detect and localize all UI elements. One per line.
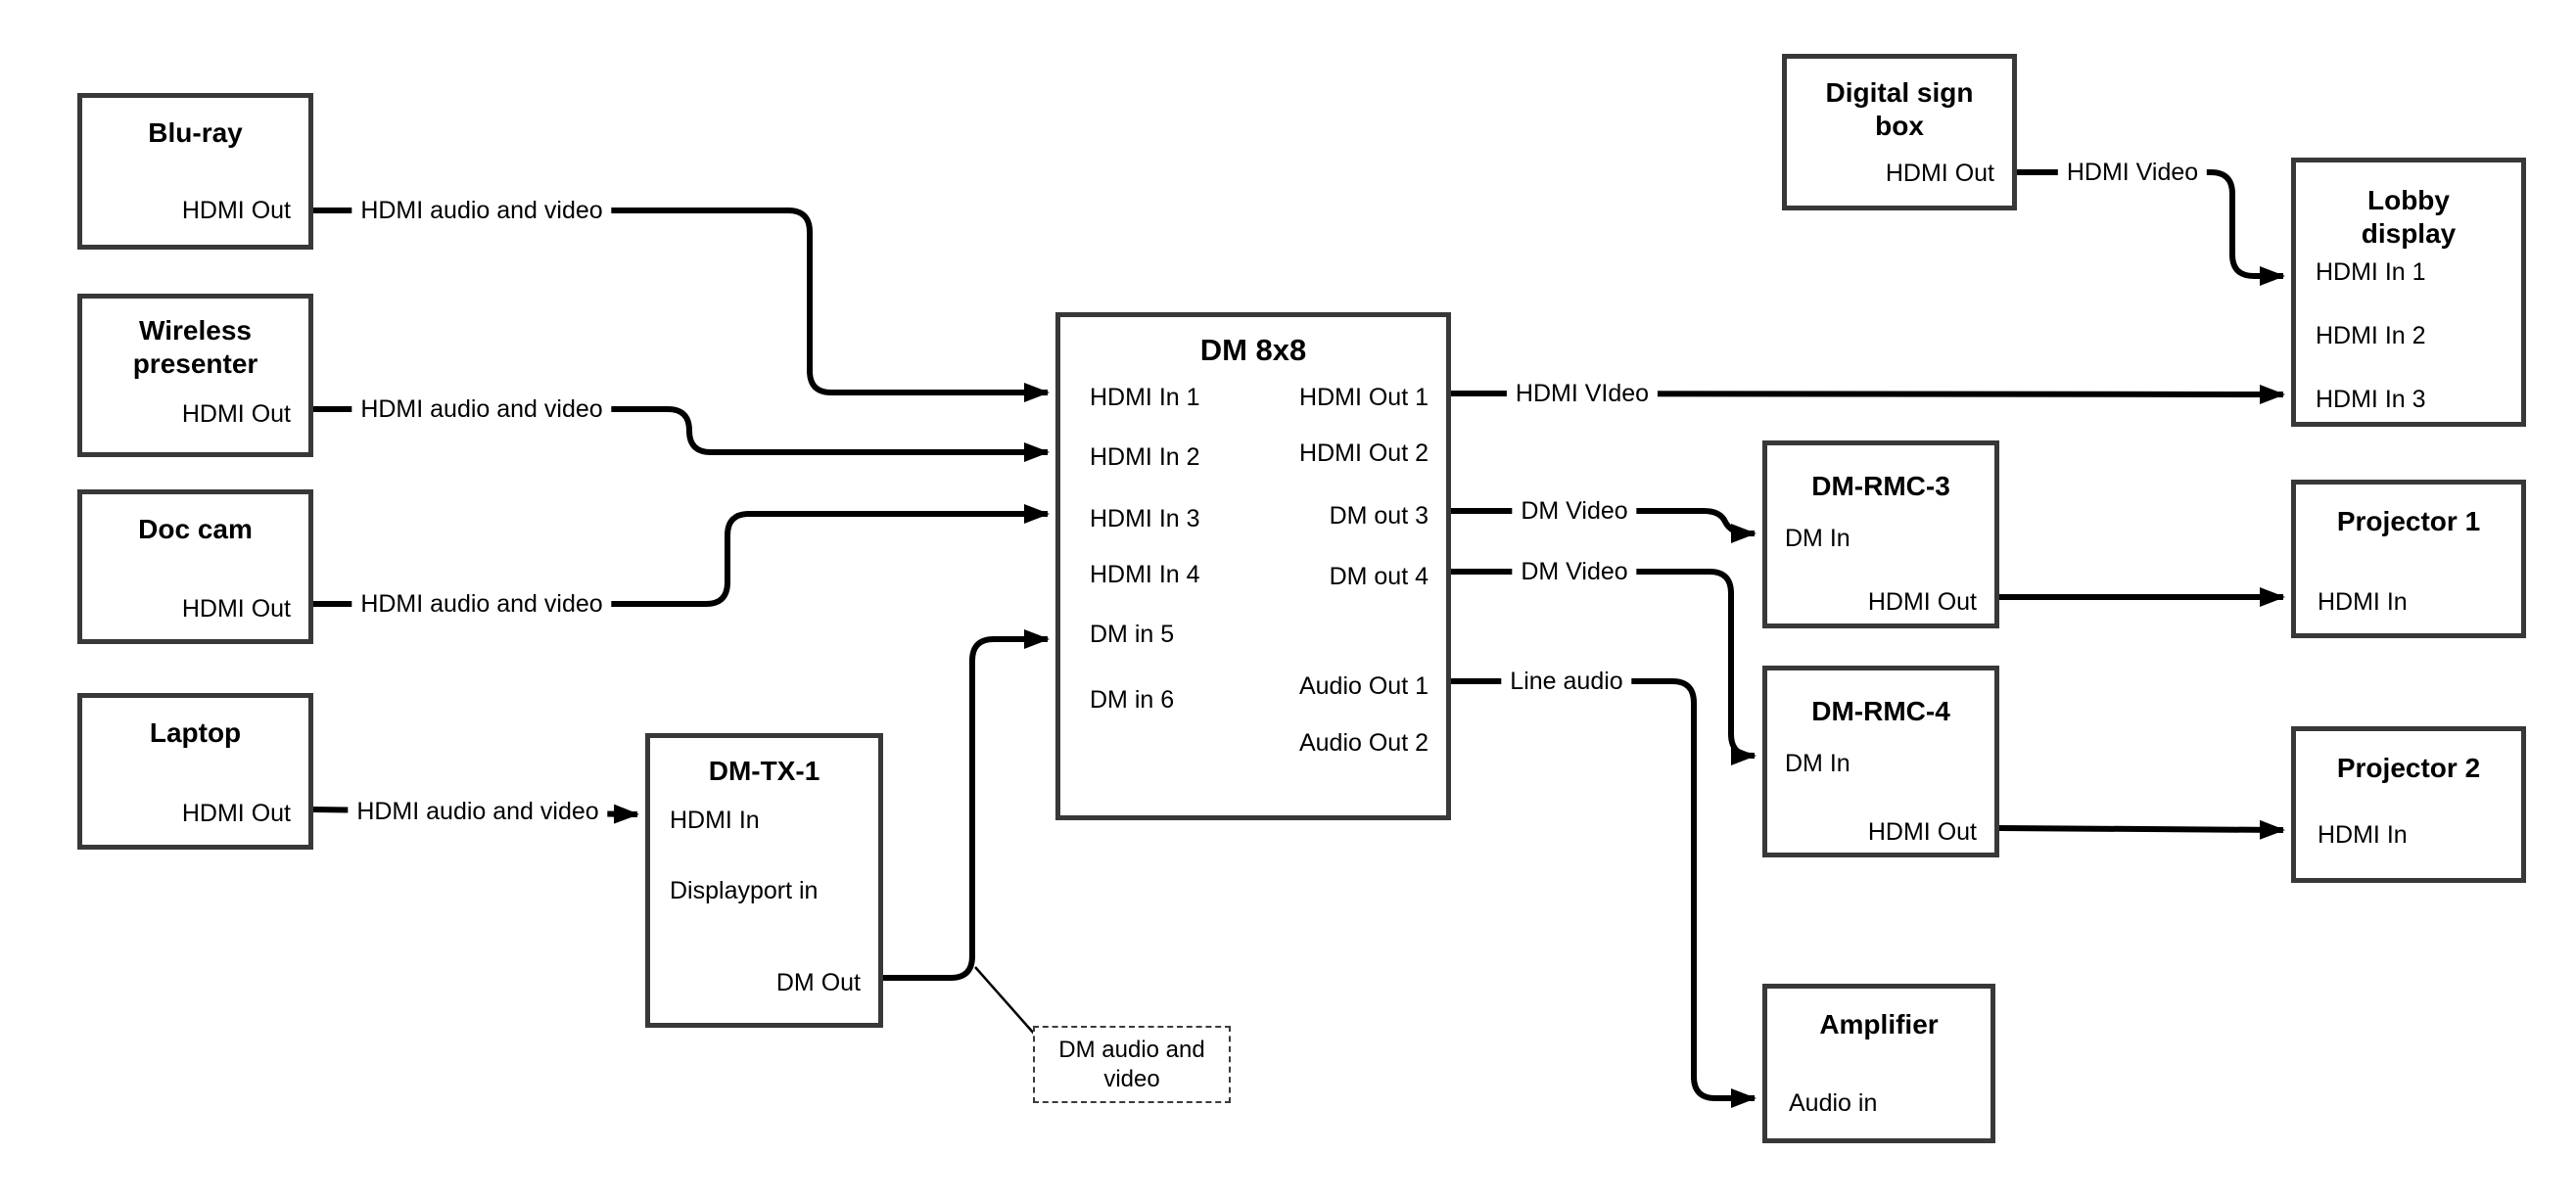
port-dm8x8-hdmi-in-4: HDMI In 4 [1090,561,1200,588]
port-dm8x8-hdmi-in-2: HDMI In 2 [1090,443,1200,471]
port-lobby-hdmi-in-3: HDMI In 3 [2316,386,2426,413]
node-dm-8x8[interactable]: DM 8x8 HDMI In 1 HDMI In 2 HDMI In 3 HDM… [1055,312,1451,820]
port-dm8x8-hdmi-in-3: HDMI In 3 [1090,505,1200,532]
node-doc-cam-title: Doc cam [138,514,253,544]
node-dm-rmc-4-title: DM-RMC-4 [1811,696,1950,726]
connector-dmtx1-to-dm8x8-in5[interactable] [883,629,1050,981]
port-proj2-hdmi-in: HDMI In [2318,821,2408,849]
label-hdmi-out1-link: HDMI VIdeo [1506,379,1659,408]
port-dm8x8-dm-in-6: DM in 6 [1090,686,1175,714]
port-dm8x8-audio-out-1: Audio Out 1 [1298,672,1429,700]
node-laptop-title: Laptop [149,717,242,748]
node-dm-rmc-3[interactable]: DM-RMC-3 DM In HDMI Out [1762,440,1999,628]
label-bluray-link: HDMI audio and video [351,196,612,225]
port-dm8x8-dm-out-3: DM out 3 [1329,502,1429,530]
node-dm-rmc-3-title: DM-RMC-3 [1811,471,1950,501]
node-lobby-display[interactable]: Lobby display HDMI In 1 HDMI In 2 HDMI I… [2291,158,2526,427]
label-laptop-link: HDMI audio and video [348,797,608,826]
label-dm-out4-link: DM Video [1512,557,1637,586]
port-dmtx1-dm-out: DM Out [775,969,861,996]
node-dm-rmc-4[interactable]: DM-RMC-4 DM In HDMI Out [1762,666,1999,857]
connector-bluray-to-dm8x8-in1[interactable] [313,208,1050,402]
port-dm8x8-hdmi-in-1: HDMI In 1 [1090,384,1200,411]
connector-rmc4-to-proj2[interactable] [1998,819,2285,840]
port-rmc3-hdmi-out: HDMI Out [1867,588,1977,616]
callout-leader-line [974,966,1036,1036]
node-bluray[interactable]: Blu-ray HDMI Out [77,93,313,250]
port-rmc4-hdmi-out: HDMI Out [1867,818,1977,846]
port-dm8x8-dm-out-4: DM out 4 [1329,563,1429,590]
label-doccam-link: HDMI audio and video [351,589,612,619]
node-doc-cam[interactable]: Doc cam HDMI Out [77,489,313,644]
port-lobby-hdmi-in-2: HDMI In 2 [2316,322,2426,349]
port-laptop-hdmi-out: HDMI Out [181,800,291,827]
node-wireless-presenter-title: Wireless presenter [132,315,258,379]
port-rmc4-dm-in: DM In [1785,750,1850,777]
callout-dm-audio-and-video: DM audio and video [1033,1026,1231,1103]
port-dm8x8-dm-in-5: DM in 5 [1090,621,1175,648]
node-projector-1[interactable]: Projector 1 HDMI In [2291,480,2526,638]
port-dm8x8-hdmi-out-2: HDMI Out 2 [1299,439,1429,467]
port-rmc3-dm-in: DM In [1785,525,1850,552]
node-projector-2-title: Projector 2 [2336,753,2481,783]
connector-dm8x8-out3-to-rmc3[interactable] [1451,508,1756,543]
label-wireless-link: HDMI audio and video [351,394,612,424]
port-wireless-hdmi-out: HDMI Out [181,400,291,428]
label-audio-out1-link: Line audio [1501,667,1632,696]
port-lobby-hdmi-in-1: HDMI In 1 [2316,258,2426,286]
node-dm-tx-1-title: DM-TX-1 [708,756,820,786]
node-digital-sign-box[interactable]: Digital sign box HDMI Out [1782,54,2017,210]
connector-digitalsign-to-lobby-in1[interactable] [2017,169,2285,286]
port-dm8x8-audio-out-2: Audio Out 2 [1298,729,1429,757]
node-wireless-presenter[interactable]: Wireless presenter HDMI Out [77,294,313,457]
node-dm-tx-1[interactable]: DM-TX-1 HDMI In Displayport in DM Out [645,733,883,1028]
label-dm-out3-link: DM Video [1512,496,1637,526]
port-digitalsign-hdmi-out: HDMI Out [1885,160,1994,187]
port-dmtx1-displayport-in: Displayport in [670,877,819,904]
node-laptop[interactable]: Laptop HDMI Out [77,693,313,850]
port-dm8x8-hdmi-out-1: HDMI Out 1 [1299,384,1429,411]
port-dmtx1-hdmi-in: HDMI In [670,807,760,834]
connector-wireless-to-dm8x8-in2[interactable] [313,406,1050,462]
connector-dm8x8-aout1-to-amplifier[interactable] [1451,678,1756,1108]
node-lobby-display-title: Lobby display [2361,185,2457,249]
port-amplifier-audio-in: Audio in [1789,1089,1878,1117]
label-digitalsign-link: HDMI Video [2057,158,2208,187]
port-proj1-hdmi-in: HDMI In [2318,588,2408,616]
connector-dm8x8-out4-to-rmc4[interactable] [1451,569,1756,765]
port-doccam-hdmi-out: HDMI Out [181,595,291,623]
node-amplifier-title: Amplifier [1819,1009,1939,1039]
node-projector-2[interactable]: Projector 2 HDMI In [2291,726,2526,883]
node-bluray-title: Blu-ray [148,117,243,148]
node-amplifier[interactable]: Amplifier Audio in [1762,984,1995,1143]
port-bluray-hdmi-out: HDMI Out [181,197,291,224]
connector-doccam-to-dm8x8-in3[interactable] [313,504,1050,607]
node-digital-sign-box-title: Digital sign box [1825,77,1974,141]
node-dm-8x8-title: DM 8x8 [1199,333,1307,367]
node-projector-1-title: Projector 1 [2336,506,2481,536]
